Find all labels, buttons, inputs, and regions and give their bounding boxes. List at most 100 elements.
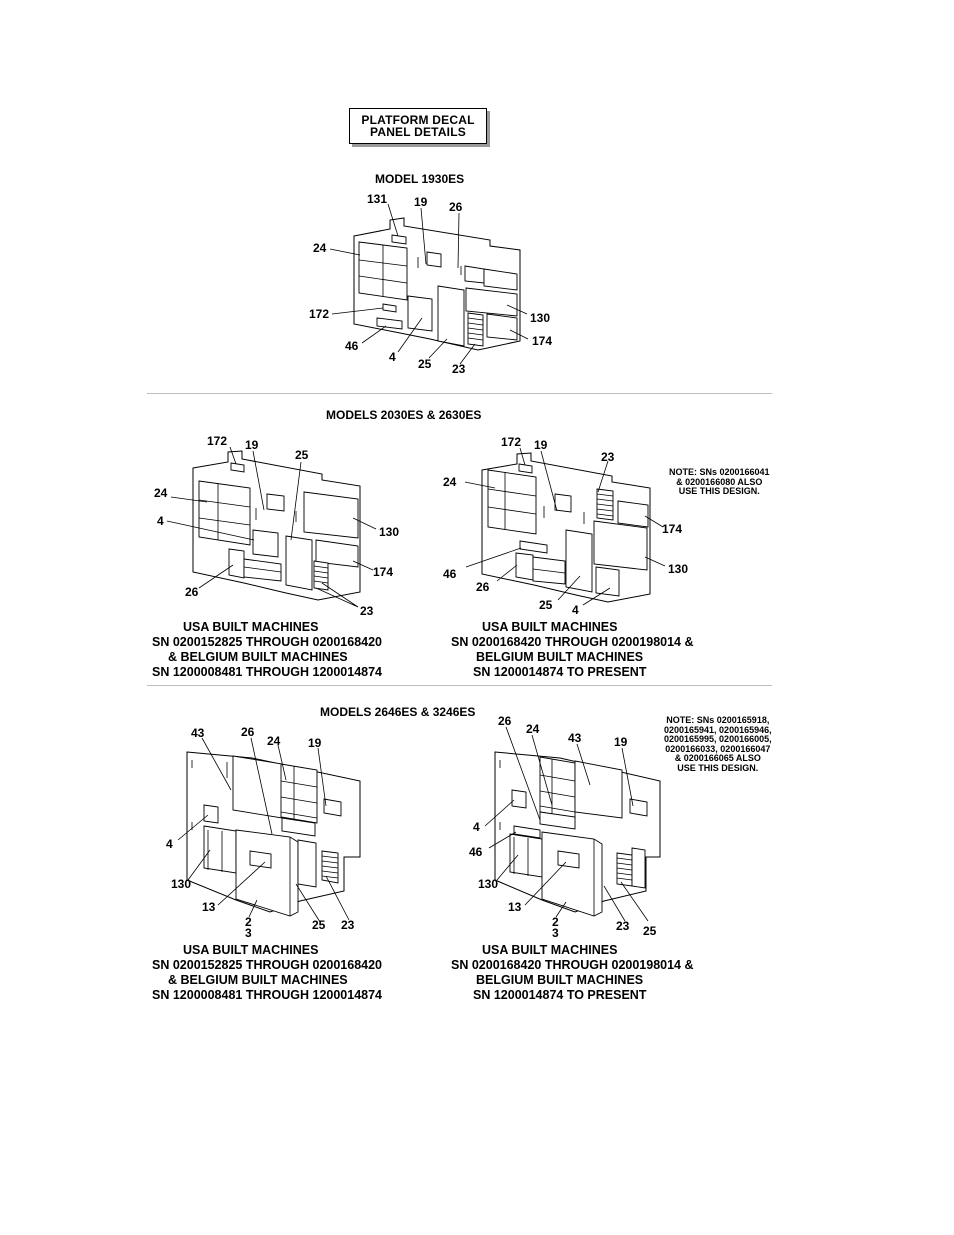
decal-130 [509,833,543,878]
callout-43: 43 [191,726,205,740]
decal-19 [266,493,285,512]
sn-line: USA BUILT MACHINES [482,943,618,957]
callout-130: 130 [379,525,399,539]
callout-174: 174 [662,522,682,536]
decal-24 [487,469,537,535]
section3-heading: MODELS 2646ES & 3246ES [320,705,476,719]
note-line: NOTE: SNs 0200165918, [666,715,770,725]
sn-block-2646es-left: USA BUILT MACHINES SN 0200152825 THROUGH… [152,943,382,1003]
decal-23 [467,312,484,347]
callout-24: 24 [154,486,168,500]
callout-172: 172 [501,435,521,449]
sn-line: SN 1200014874 TO PRESENT [473,988,647,1002]
title-line-1: PLATFORM DECAL [361,113,475,127]
sn-line: SN 0200152825 THROUGH 0200168420 [152,958,383,972]
sn-line: SN 0200168420 THROUGH 0200198014 & [451,958,694,972]
note-line: USE THIS DESIGN. [678,486,760,496]
sn-line: SN 0200152825 THROUGH 0200168420 [152,635,383,649]
callout-24: 24 [267,734,281,748]
callout-43: 43 [568,731,582,745]
note-line: & 0200166080 ALSO [676,476,763,487]
sn-line: USA BUILT MACHINES [183,943,319,957]
callout-26: 26 [476,580,490,594]
decal-172 [230,462,245,473]
callout-13: 13 [202,900,216,914]
callout-130: 130 [530,311,550,325]
decal-24 [280,763,318,824]
sn-line: SN 1200008481 THROUGH 1200014874 [152,665,383,679]
note-line: 0200166033, 0200166047 [665,743,771,754]
callout-2: 2 [552,915,559,929]
decal-13b [557,850,580,869]
callout-4: 4 [389,350,396,364]
sn-line: USA BUILT MACHINES [183,620,319,634]
decal-25 [437,285,465,347]
sn-line: & BELGIUM BUILT MACHINES [168,973,348,987]
callout-130: 130 [668,562,688,576]
decal-19 [426,251,442,268]
callout-46: 46 [345,339,359,353]
callout-19: 19 [308,736,322,750]
decal-25 [565,529,593,593]
decal-130 [593,520,648,571]
decal-13b [249,850,272,869]
sn-line: SN 1200014874 TO PRESENT [473,665,647,679]
section1-heading: MODEL 1930ES [375,172,465,186]
callout-19: 19 [245,438,259,452]
callout-172: 172 [207,434,227,448]
callout-26: 26 [185,585,199,599]
callout-2: 2 [245,915,252,929]
callout-19: 19 [534,438,548,452]
callout-26: 26 [498,714,512,728]
callout-172: 172 [309,307,329,321]
separator-1 [147,393,772,394]
decal-4 [252,529,279,558]
title-box: PLATFORM DECAL PANEL DETAILS [349,108,487,144]
decal-130 [303,491,359,539]
note-line: 0200165995, 0200166005, [664,734,772,744]
note-line: USE THIS DESIGN. [677,762,759,773]
callout-24: 24 [443,475,457,489]
callout-4: 4 [473,820,480,834]
callout-19: 19 [414,195,428,209]
decal-19 [323,798,342,817]
callout-46: 46 [443,567,457,581]
callout-24: 24 [526,722,540,736]
sn-line: USA BUILT MACHINES [482,620,618,634]
decal-46 [513,825,541,839]
callout-23: 23 [601,450,615,464]
callout-130: 130 [171,877,191,891]
decal-26b [243,558,282,582]
decal-26b [483,268,518,291]
callout-23: 23 [452,362,466,376]
decal-19 [629,798,648,817]
note-line: 0200165941, 0200165946, [664,724,772,735]
sn-block-2030es-left: USA BUILT MACHINES SN 0200152825 THROUGH… [152,620,382,680]
decal-131 [391,234,407,245]
separator-2 [147,685,772,686]
callout-4: 4 [572,603,579,617]
note-2030es: NOTE: SNs 0200166041 & 0200166080 ALSO U… [669,467,770,497]
sn-line: SN 0200168420 THROUGH 0200198014 & [451,635,694,649]
callout-26: 26 [449,200,463,214]
callout-131: 131 [367,192,387,206]
callout-174: 174 [373,565,393,579]
decal-25 [631,847,646,889]
callout-25: 25 [643,924,657,938]
decal-23 [596,488,614,521]
callout-3: 3 [552,926,559,940]
callout-46: 46 [469,845,483,859]
callout-3: 3 [245,926,252,940]
callout-13: 13 [508,900,522,914]
decal-172 [518,463,533,474]
callout-130: 130 [478,877,498,891]
decal-130 [465,287,518,317]
decal-43 [574,760,623,819]
decal-4 [203,804,219,824]
decal-25 [285,535,313,591]
